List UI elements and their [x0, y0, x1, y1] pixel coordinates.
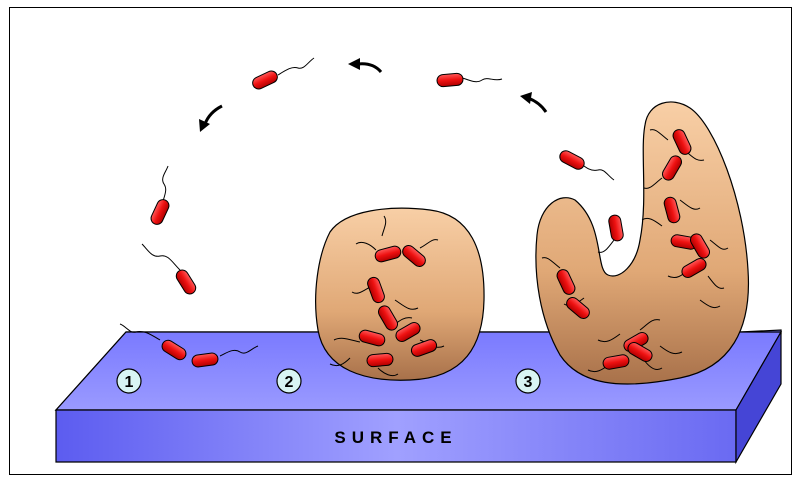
- bacterium-icon: [251, 69, 280, 91]
- surface-label: SURFACE: [334, 428, 457, 447]
- curved-arrow-icon: [348, 58, 381, 72]
- bacterium-icon: [149, 198, 171, 227]
- stage-marker-1: 1: [117, 369, 141, 393]
- svg-text:1: 1: [125, 374, 134, 391]
- curved-arrow-icon: [520, 92, 546, 112]
- biofilm-matrix-stage-2: [316, 208, 484, 380]
- svg-text:2: 2: [285, 374, 294, 391]
- stage-marker-2: 2: [277, 369, 301, 393]
- svg-text:3: 3: [524, 374, 533, 391]
- arrow-group: [199, 58, 546, 132]
- curved-arrow-icon: [199, 106, 222, 132]
- bacterium-icon: [367, 353, 394, 367]
- bacterium-icon: [437, 73, 464, 87]
- bacterium-icon: [558, 149, 587, 172]
- bacterium-icon: [174, 268, 198, 296]
- bacterium-icon: [608, 214, 624, 242]
- stage-marker-3: 3: [516, 369, 540, 393]
